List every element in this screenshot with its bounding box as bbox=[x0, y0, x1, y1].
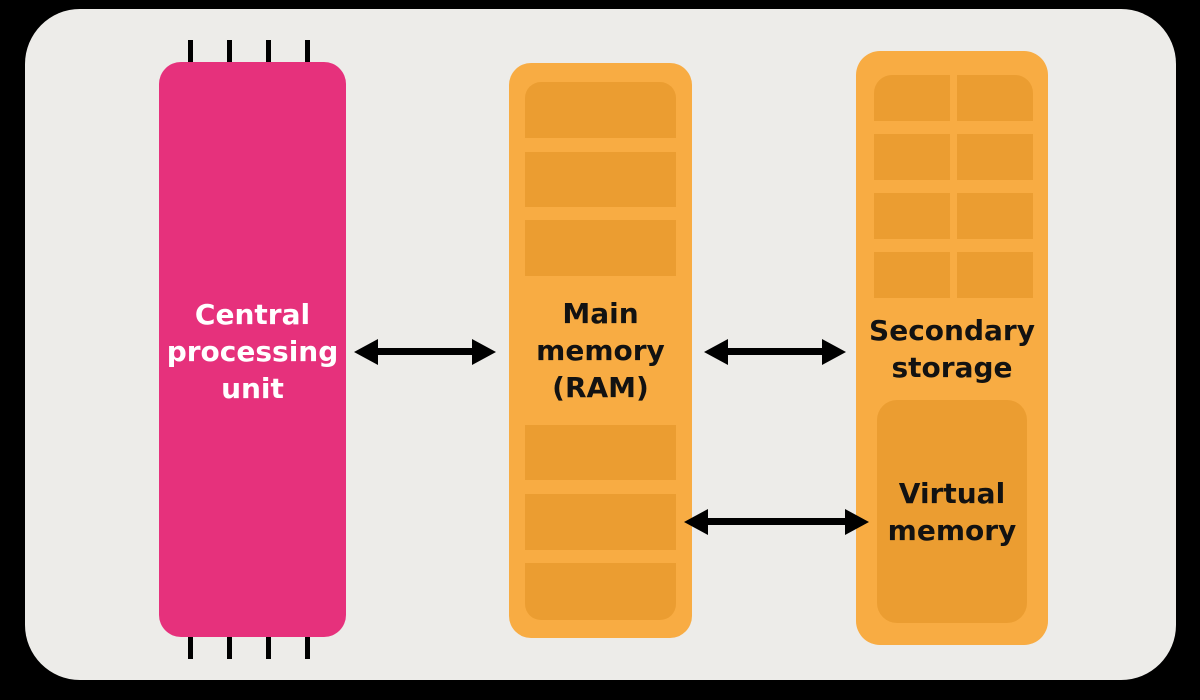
cpu-pin-icon bbox=[266, 40, 271, 62]
virtual-memory-label: Virtual memory bbox=[887, 476, 1017, 547]
secondary-storage-node: Secondary storage Virtual memory bbox=[856, 51, 1048, 645]
storage-cell bbox=[957, 193, 1033, 239]
storage-cell bbox=[874, 252, 950, 298]
ram-label: Main memory (RAM) bbox=[536, 297, 665, 404]
memory-stripe bbox=[525, 82, 676, 138]
secondary-storage-label: Secondary storage bbox=[869, 314, 1035, 384]
memory-stripe bbox=[525, 425, 676, 480]
memory-stripe bbox=[525, 494, 676, 550]
arrow-ram-secondary-storage bbox=[727, 348, 823, 355]
storage-cell bbox=[874, 75, 950, 121]
ram-node: Main memory (RAM) bbox=[509, 63, 692, 638]
storage-cell-grid bbox=[874, 75, 1033, 298]
cpu-pin-icon bbox=[188, 637, 193, 659]
cpu-node: Central processing unit bbox=[159, 40, 346, 659]
memory-stripe bbox=[525, 152, 676, 207]
virtual-memory-node: Virtual memory bbox=[877, 400, 1027, 623]
storage-cell bbox=[957, 252, 1033, 298]
arrow-ram-virtual-memory bbox=[707, 518, 846, 525]
storage-cell bbox=[874, 193, 950, 239]
cpu-pin-icon bbox=[188, 40, 193, 62]
storage-cell bbox=[874, 134, 950, 180]
storage-cell bbox=[957, 134, 1033, 180]
arrow-cpu-ram bbox=[377, 348, 473, 355]
cpu-pin-icon bbox=[227, 637, 232, 659]
cpu-pin-icon bbox=[305, 40, 310, 62]
cpu-pin-icon bbox=[305, 637, 310, 659]
cpu-pin-icon bbox=[266, 637, 271, 659]
cpu-pin-icon bbox=[227, 40, 232, 62]
storage-cell bbox=[957, 75, 1033, 121]
memory-stripe bbox=[525, 220, 676, 276]
memory-stripe bbox=[525, 563, 676, 620]
cpu-label: Central processing unit bbox=[166, 298, 339, 405]
